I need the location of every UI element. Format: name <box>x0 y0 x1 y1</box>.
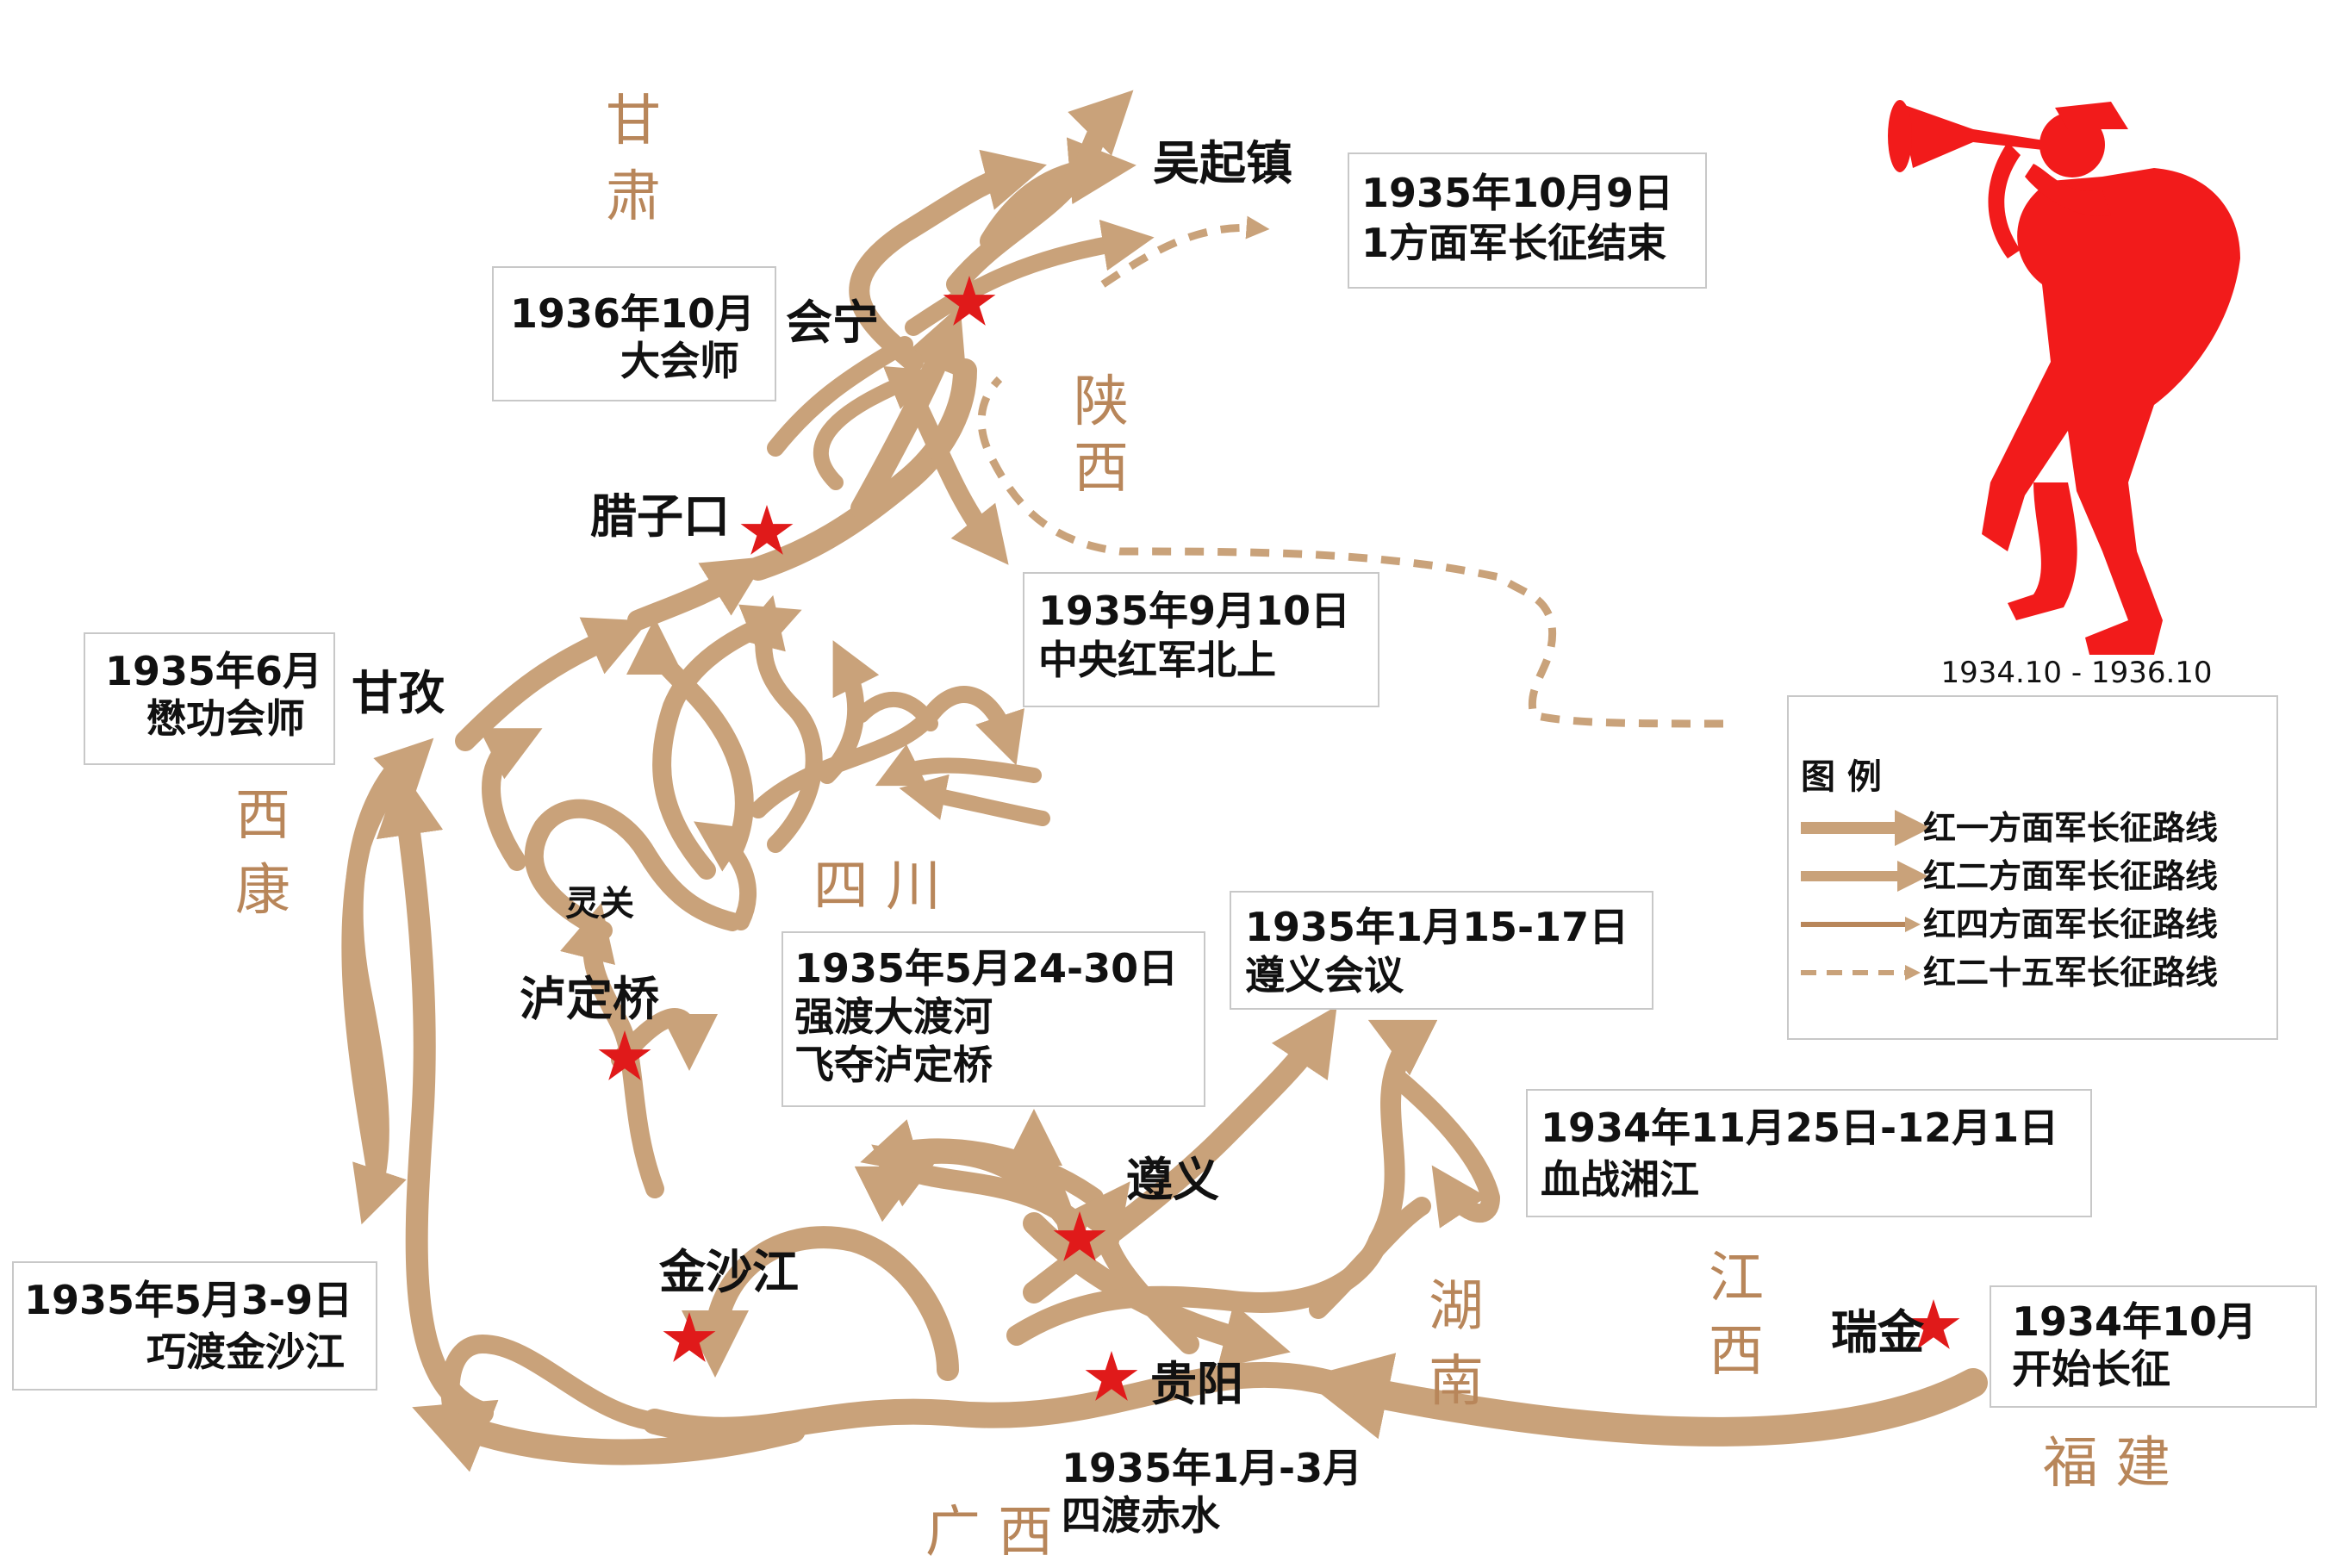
place-ganzi: 甘孜 <box>352 666 445 720</box>
svg-text:血战湘江: 血战湘江 <box>1541 1156 1699 1203</box>
svg-text:1935年1月15-17日: 1935年1月15-17日 <box>1245 904 1628 950</box>
province-labels: 甘 肃 陕 西 西 康 四 川 湖 南 江 西 福 建 广 西 <box>235 90 2170 1565</box>
star-markers <box>598 276 1960 1401</box>
legend: 图 例 红一方面军长征路线 红二方面军长征路线 红四方面军长征路线 红二十五军长… <box>1787 695 2278 1040</box>
province-shaanxi: 陕 <box>1074 370 1129 434</box>
event-box-1935-5-24: 1935年5月24-30日 强渡大渡河 飞夺泸定桥 <box>782 931 1205 1107</box>
province-xikang: 康 <box>235 859 290 923</box>
province-gansu: 肃 <box>606 165 661 229</box>
star-marker-icon <box>663 1312 716 1362</box>
svg-text:遵义会议: 遵义会议 <box>1245 952 1404 999</box>
svg-text:巧渡金沙江: 巧渡金沙江 <box>146 1328 345 1375</box>
event-box-1935-1-15: 1935年1月15-17日 遵义会议 <box>1230 891 1653 1010</box>
svg-text:1935年6月: 1935年6月 <box>105 648 322 694</box>
svg-text:中央红军北上: 中央红军北上 <box>1038 637 1276 683</box>
svg-text:1934年11月25日-12月1日: 1934年11月25日-12月1日 <box>1541 1104 2058 1151</box>
period-label: 1934.10 - 1936.10 <box>1940 656 2212 690</box>
place-lingguan: 灵关 <box>565 884 634 924</box>
province-xikang: 西 <box>235 784 290 848</box>
event-box-1934-11-25: 1934年11月25日-12月1日 血战湘江 <box>1526 1089 2092 1217</box>
place-lazikou: 腊子口 <box>590 489 730 544</box>
event-box-1936-10: 1936年10月 大会师 <box>492 266 776 401</box>
star-marker-icon <box>1907 1299 1960 1349</box>
star-marker-icon <box>943 276 996 326</box>
province-sichuan: 四 川 <box>813 855 941 918</box>
event-box-1935-9-10: 1935年9月10日 中央红军北上 <box>1023 572 1379 707</box>
legend-item: 红二方面军长征路线 <box>1923 857 2218 895</box>
legend-item: 红二十五军长征路线 <box>1923 954 2218 992</box>
province-hunan: 湖 <box>1429 1275 1484 1339</box>
svg-text:1934年10月: 1934年10月 <box>2012 1298 2257 1345</box>
place-huining: 会宁 <box>786 296 879 350</box>
province-jiangxi: 西 <box>1709 1320 1764 1384</box>
place-zunyi: 遵义 <box>1126 1153 1219 1207</box>
svg-text:四渡赤水: 四渡赤水 <box>1062 1492 1221 1539</box>
svg-text:1935年9月10日: 1935年9月10日 <box>1038 588 1350 634</box>
event-label-1935-1-3: 1935年1月-3月 四渡赤水 <box>1062 1445 1362 1539</box>
star-marker-icon <box>740 505 794 555</box>
svg-text:1935年1月-3月: 1935年1月-3月 <box>1062 1445 1362 1491</box>
place-ruijin: 瑞金 <box>1831 1305 1925 1360</box>
province-jiangxi: 江 <box>1709 1247 1764 1310</box>
place-labels: 吴起镇 会宁 腊子口 甘孜 灵关 泸定桥 金沙江 遵义 贵阳 瑞金 <box>352 136 1925 1411</box>
svg-text:1935年10月9日: 1935年10月9日 <box>1361 170 1673 216</box>
route-25th-army <box>977 215 1724 728</box>
legend-item: 红四方面军长征路线 <box>1923 905 2218 943</box>
event-box-1935-10-9: 1935年10月9日 1方面军长征结束 <box>1348 152 1707 289</box>
svg-text:1方面军长征结束: 1方面军长征结束 <box>1361 220 1666 266</box>
province-guangxi: 广 西 <box>925 1501 1053 1565</box>
bugler-silhouette-icon <box>1888 100 2240 655</box>
legend-title: 图 例 <box>1801 757 1882 797</box>
route-network <box>341 90 1988 1472</box>
province-shaanxi: 西 <box>1074 437 1129 501</box>
event-box-1935-5-3: 1935年5月3-9日 巧渡金沙江 <box>12 1261 377 1391</box>
svg-text:大会师: 大会师 <box>620 338 739 384</box>
province-hunan: 南 <box>1429 1350 1484 1414</box>
legend-item: 红一方面军长征路线 <box>1923 809 2218 847</box>
svg-text:强渡大渡河: 强渡大渡河 <box>794 993 993 1040</box>
event-callouts: 1935年10月9日 1方面军长征结束 1936年10月 大会师 1935年9月… <box>12 152 2317 1539</box>
star-marker-icon <box>598 1030 651 1080</box>
place-jinshajiang: 金沙江 <box>658 1245 799 1299</box>
place-guiyang: 贵阳 <box>1150 1357 1243 1411</box>
province-gansu: 甘 <box>606 90 661 153</box>
svg-text:开始长征: 开始长征 <box>2012 1346 2170 1392</box>
event-box-1935-6: 1935年6月 懋功会师 <box>84 632 335 765</box>
star-marker-icon <box>1053 1211 1106 1261</box>
province-fujian: 福 建 <box>2043 1432 2170 1496</box>
svg-text:懋功会师: 懋功会师 <box>146 695 305 742</box>
place-wuqizhen: 吴起镇 <box>1153 136 1292 190</box>
svg-text:1935年5月24-30日: 1935年5月24-30日 <box>794 945 1178 992</box>
svg-text:1935年5月3-9日: 1935年5月3-9日 <box>24 1277 352 1323</box>
event-box-1934-10: 1934年10月 开始长征 <box>1990 1285 2317 1408</box>
star-marker-icon <box>1085 1351 1138 1401</box>
place-ludingqiao: 泸定桥 <box>520 972 659 1026</box>
svg-text:1936年10月: 1936年10月 <box>510 290 755 337</box>
svg-text:飞夺泸定桥: 飞夺泸定桥 <box>794 1042 993 1088</box>
